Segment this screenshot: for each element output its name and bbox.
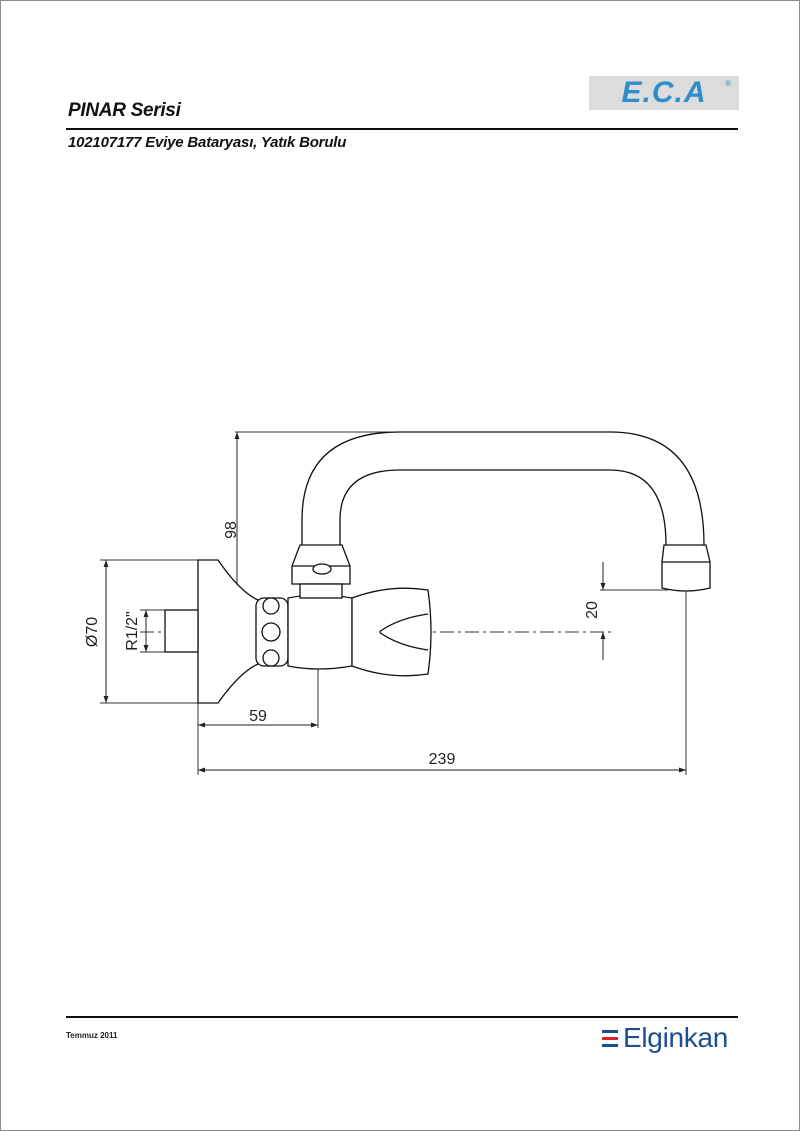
elginkan-mark — [602, 1028, 620, 1050]
product-title: 102107177 Eviye Bataryası, Yatık Borulu — [68, 134, 347, 151]
dim-label-thread: R1/2" — [124, 611, 141, 650]
eca-logo-text: E.C.A — [621, 76, 707, 109]
header-rule — [66, 128, 738, 130]
spout-pipe-inner — [339, 469, 667, 546]
document-date: Temmuz 2011 — [66, 1031, 118, 1040]
thread-connector — [164, 609, 199, 653]
elginkan-logo-text: Elginkan — [623, 1022, 729, 1053]
spout-pipe-outer — [301, 431, 705, 546]
dim-label-20: 20 — [584, 601, 601, 619]
dim-label-diameter: Ø70 — [84, 617, 101, 647]
registered-mark: ® — [725, 79, 731, 88]
escutcheon — [197, 559, 259, 704]
spout-aerator — [661, 544, 711, 592]
valve-body — [287, 594, 353, 670]
dim-label-98: 98 — [223, 521, 240, 539]
dim-label-59: 59 — [249, 708, 267, 725]
series-title: PINAR Serisi — [68, 100, 181, 121]
dim-label-239: 239 — [429, 751, 456, 768]
footer-rule — [66, 1016, 738, 1018]
eca-logo: E.C.A ® — [589, 76, 739, 110]
valve-handle — [351, 587, 432, 677]
